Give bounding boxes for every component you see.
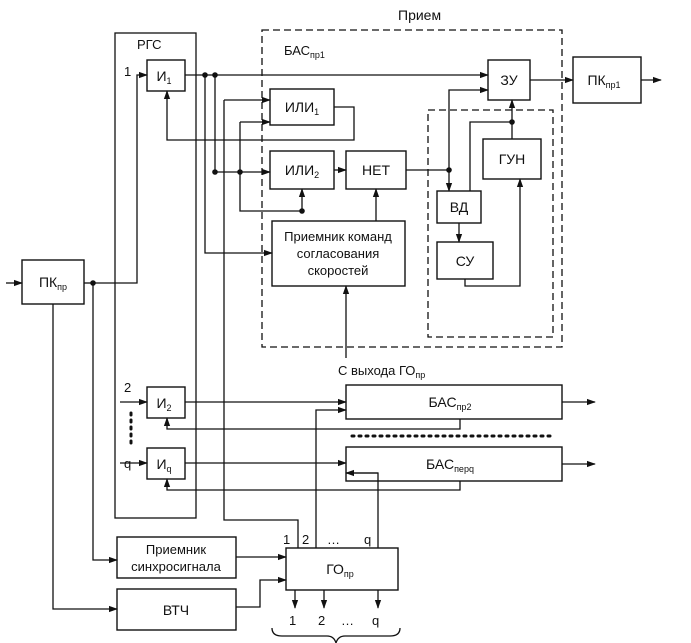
- block-pkpr: ПКпр: [21, 259, 85, 305]
- block-su: СУ: [436, 241, 494, 280]
- svg-text:И2: И2: [156, 395, 171, 413]
- svg-text:ВД: ВД: [450, 199, 469, 215]
- block-i1: И1: [146, 59, 186, 92]
- block-zu: ЗУ: [487, 59, 531, 101]
- svg-text:СУ: СУ: [456, 253, 475, 269]
- receive-title: Прием: [398, 7, 441, 23]
- svg-text:БАСпр2: БАСпр2: [429, 394, 472, 412]
- gopr-top-q-label: q: [364, 532, 371, 547]
- block-net: НЕТ: [345, 150, 407, 190]
- svg-text:синхросигнала: синхросигнала: [131, 559, 221, 574]
- block-sync-receiver: Приемник синхросигнала: [116, 536, 237, 579]
- block-ili2: ИЛИ2: [269, 150, 335, 190]
- svg-text:ПКпр1: ПКпр1: [587, 72, 620, 90]
- gopr-out-1-label: 1: [289, 613, 296, 628]
- svg-text:Приемник: Приемник: [146, 542, 206, 557]
- svg-text:скоростей: скоростей: [308, 263, 369, 278]
- rgs-input-1-label: 1: [124, 64, 131, 79]
- svg-text:ПКпр: ПКпр: [39, 274, 67, 292]
- gopr-top-2-label: 2: [302, 532, 309, 547]
- svg-text:согласования: согласования: [297, 246, 380, 261]
- input-from-gopr-label: С выхода ГОпр: [338, 363, 425, 380]
- outputs-brace: [271, 627, 401, 643]
- svg-text:Иq: Иq: [156, 456, 171, 474]
- svg-text:И1: И1: [156, 68, 171, 86]
- svg-text:Приемник команд: Приемник команд: [284, 229, 392, 244]
- rgs-label: РГС: [137, 37, 162, 52]
- block-vd: ВД: [436, 190, 482, 224]
- block-speed-command-receiver: Приемник команд согласования скоростей: [271, 220, 406, 287]
- gopr-top-1-label: 1: [283, 532, 290, 547]
- block-vtch: ВТЧ: [116, 588, 237, 631]
- block-i2: И2: [146, 386, 186, 419]
- svg-text:ВТЧ: ВТЧ: [163, 602, 189, 618]
- block-iq: Иq: [146, 447, 186, 480]
- gopr-out-dots-label: …: [341, 613, 354, 628]
- svg-text:ИЛИ1: ИЛИ1: [285, 99, 319, 117]
- block-gopr: ГОпр: [285, 547, 399, 591]
- rgs-input-2-label: 2: [124, 380, 131, 395]
- svg-text:ГОпр: ГОпр: [326, 561, 354, 579]
- svg-text:БАСперq: БАСперq: [426, 456, 474, 474]
- block-bas2: БАСпр2: [345, 384, 563, 420]
- block-gun: ГУН: [482, 138, 542, 180]
- block-ili1: ИЛИ1: [269, 88, 335, 126]
- gopr-top-dots-label: …: [327, 532, 340, 547]
- block-pkpr1: ПКпр1: [572, 56, 642, 104]
- rgs-frame: [114, 32, 197, 519]
- connections: [6, 71, 662, 613]
- svg-text:ИЛИ2: ИЛИ2: [285, 162, 319, 180]
- svg-text:ЗУ: ЗУ: [500, 72, 517, 88]
- svg-text:НЕТ: НЕТ: [362, 162, 390, 178]
- svg-text:ГУН: ГУН: [499, 151, 526, 167]
- gopr-out-2-label: 2: [318, 613, 325, 628]
- bas1-label: БАСпр1: [284, 43, 325, 60]
- gopr-out-q-label: q: [372, 613, 379, 628]
- receive-dashed-frame: [261, 29, 563, 348]
